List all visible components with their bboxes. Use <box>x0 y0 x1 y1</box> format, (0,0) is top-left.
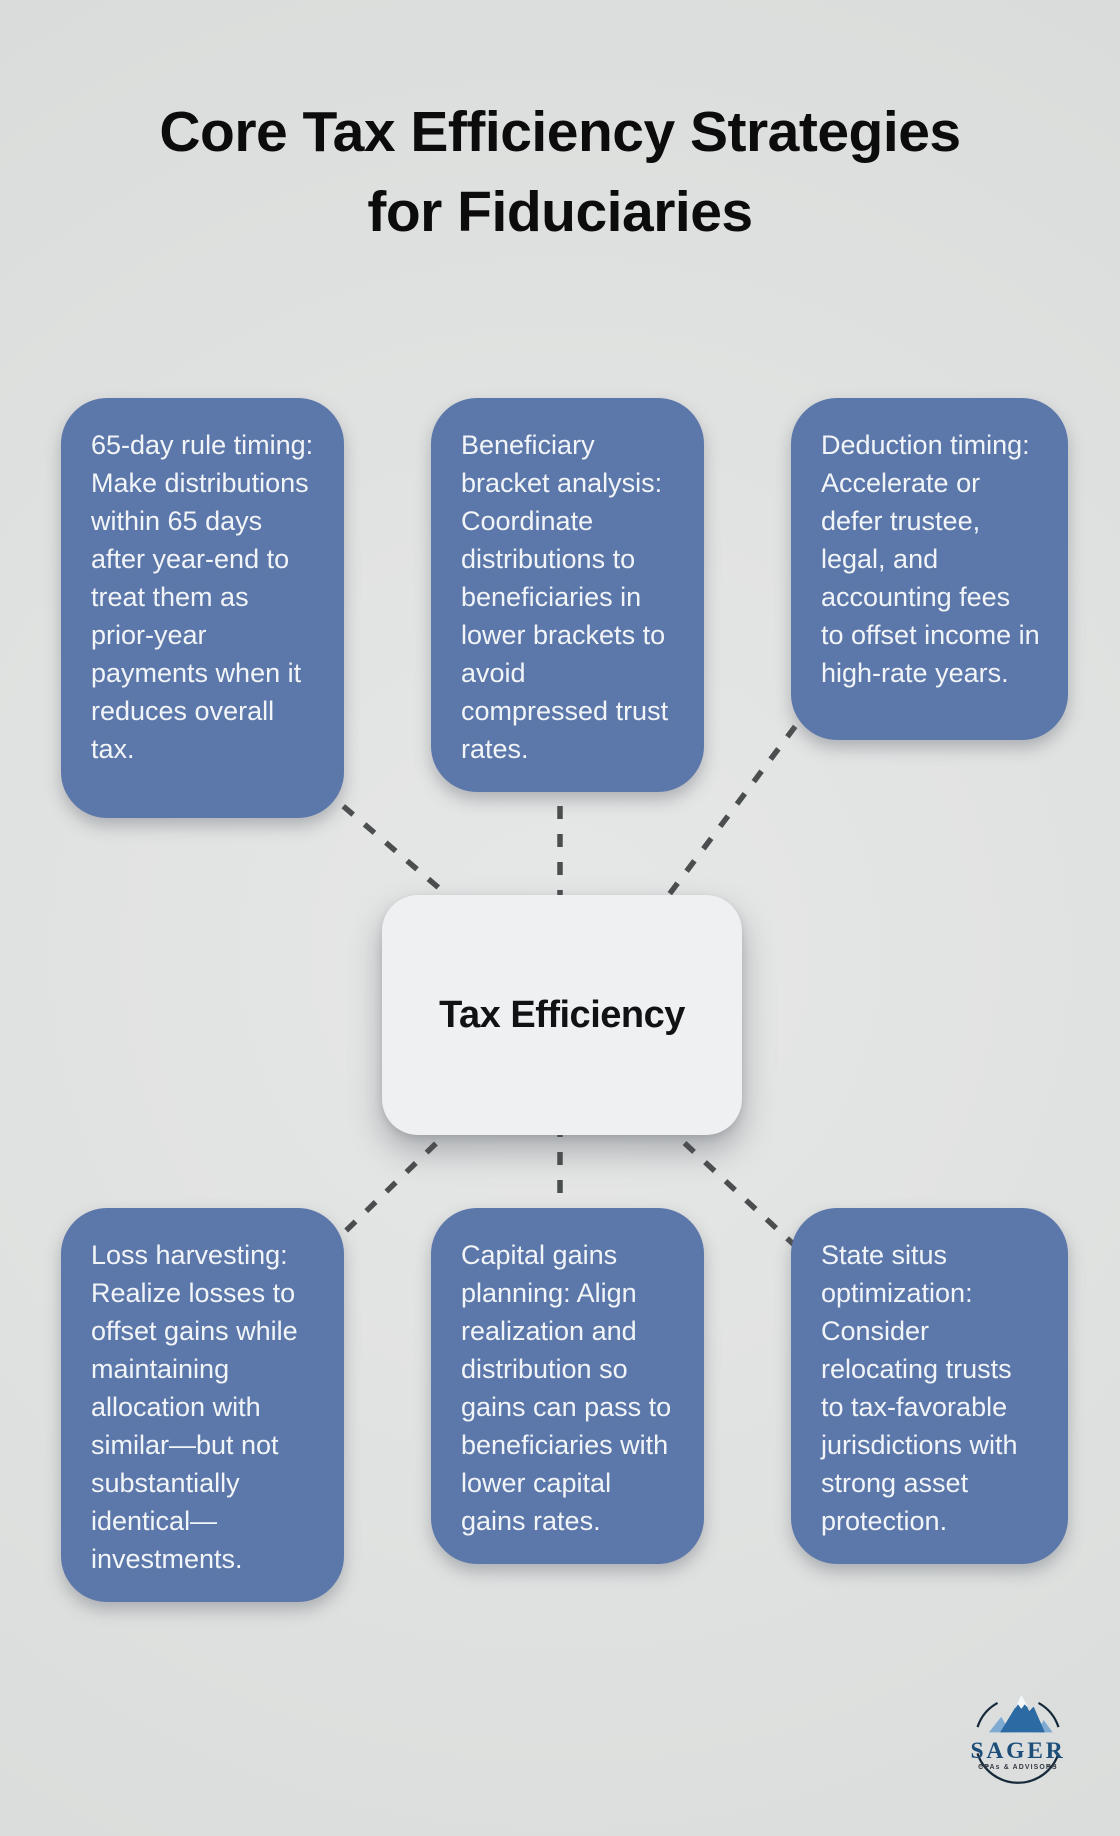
mountain-icon <box>988 1694 1053 1733</box>
center-node-label: Tax Efficiency <box>439 993 685 1036</box>
strategy-card-text: Loss harvesting: Realize losses to offse… <box>91 1240 298 1574</box>
page-title-line-2: for Fiduciaries <box>367 180 753 244</box>
connector-line <box>662 1121 806 1257</box>
connector-line <box>320 1122 458 1256</box>
strategy-card-text: 65-day rule timing: Make distributions w… <box>91 430 314 764</box>
strategy-card-top-left: 65-day rule timing: Make distributions w… <box>61 398 344 818</box>
strategy-card-text: Beneficiary bracket analysis: Coordinate… <box>461 430 669 764</box>
logo-ring <box>974 1696 1062 1784</box>
page-title: Core Tax Efficiency Strategies for Fiduc… <box>0 92 1120 252</box>
strategy-card-bottom-middle: Capital gains planning: Align realizatio… <box>431 1208 704 1564</box>
strategy-card-text: State situs optimization: Consider reloc… <box>821 1240 1018 1536</box>
strategy-card-top-middle: Beneficiary bracket analysis: Coordinate… <box>431 398 704 792</box>
strategy-card-text: Capital gains planning: Align realizatio… <box>461 1240 672 1536</box>
strategy-card-bottom-right: State situs optimization: Consider reloc… <box>791 1208 1068 1564</box>
strategy-card-top-right: Deduction timing: Accelerate or defer tr… <box>791 398 1068 740</box>
connector-line <box>320 785 462 909</box>
page-title-line-1: Core Tax Efficiency Strategies <box>159 100 961 164</box>
sager-logo: SAGER CPAs & ADVISORS <box>970 1694 1065 1784</box>
strategy-card-text: Deduction timing: Accelerate or defer tr… <box>821 430 1040 688</box>
center-node: Tax Efficiency <box>382 895 742 1135</box>
logo-wordmark: SAGER <box>970 1738 1065 1764</box>
logo-tagline: CPAs & ADVISORS <box>978 1764 1058 1771</box>
strategy-card-bottom-left: Loss harvesting: Realize losses to offse… <box>61 1208 344 1602</box>
